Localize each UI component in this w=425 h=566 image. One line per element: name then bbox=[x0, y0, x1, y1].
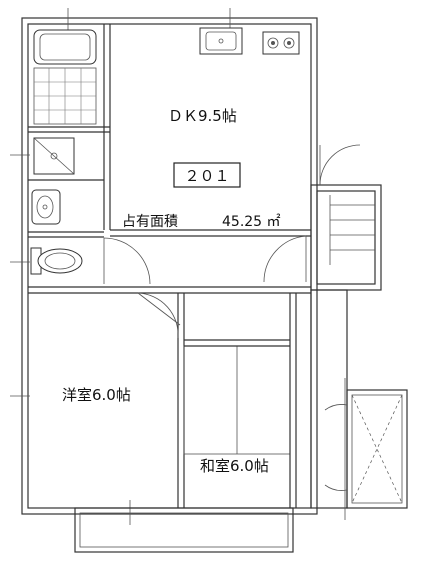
closet bbox=[183, 293, 297, 508]
dk-doors bbox=[137, 235, 307, 339]
bath-floor-tiles bbox=[33, 67, 97, 125]
toilet bbox=[30, 247, 83, 275]
washbasin bbox=[31, 189, 61, 225]
bathtub bbox=[33, 29, 97, 65]
toilet-door bbox=[103, 237, 151, 285]
room-label-dk: ＤＫ9.5帖 bbox=[168, 107, 237, 125]
grid-ticks bbox=[10, 8, 346, 525]
area-label: 占有面積 bbox=[122, 214, 178, 230]
side-storage bbox=[324, 389, 408, 509]
wet-area-walls bbox=[28, 24, 111, 238]
area-value: 45.25 ㎡ bbox=[222, 214, 281, 230]
unit-number: ２０１ bbox=[184, 167, 229, 185]
unit-number-box: ２０１ bbox=[173, 162, 241, 188]
balcony bbox=[74, 507, 294, 553]
washer-pan bbox=[33, 137, 75, 175]
stairs bbox=[329, 195, 375, 265]
entrance-door bbox=[319, 144, 361, 186]
kitchen-sink bbox=[199, 27, 243, 55]
gas-stove bbox=[262, 31, 300, 55]
room-label-western: 洋室6.0帖 bbox=[62, 386, 131, 404]
room-label-japanese: 和室6.0帖 bbox=[200, 457, 269, 475]
